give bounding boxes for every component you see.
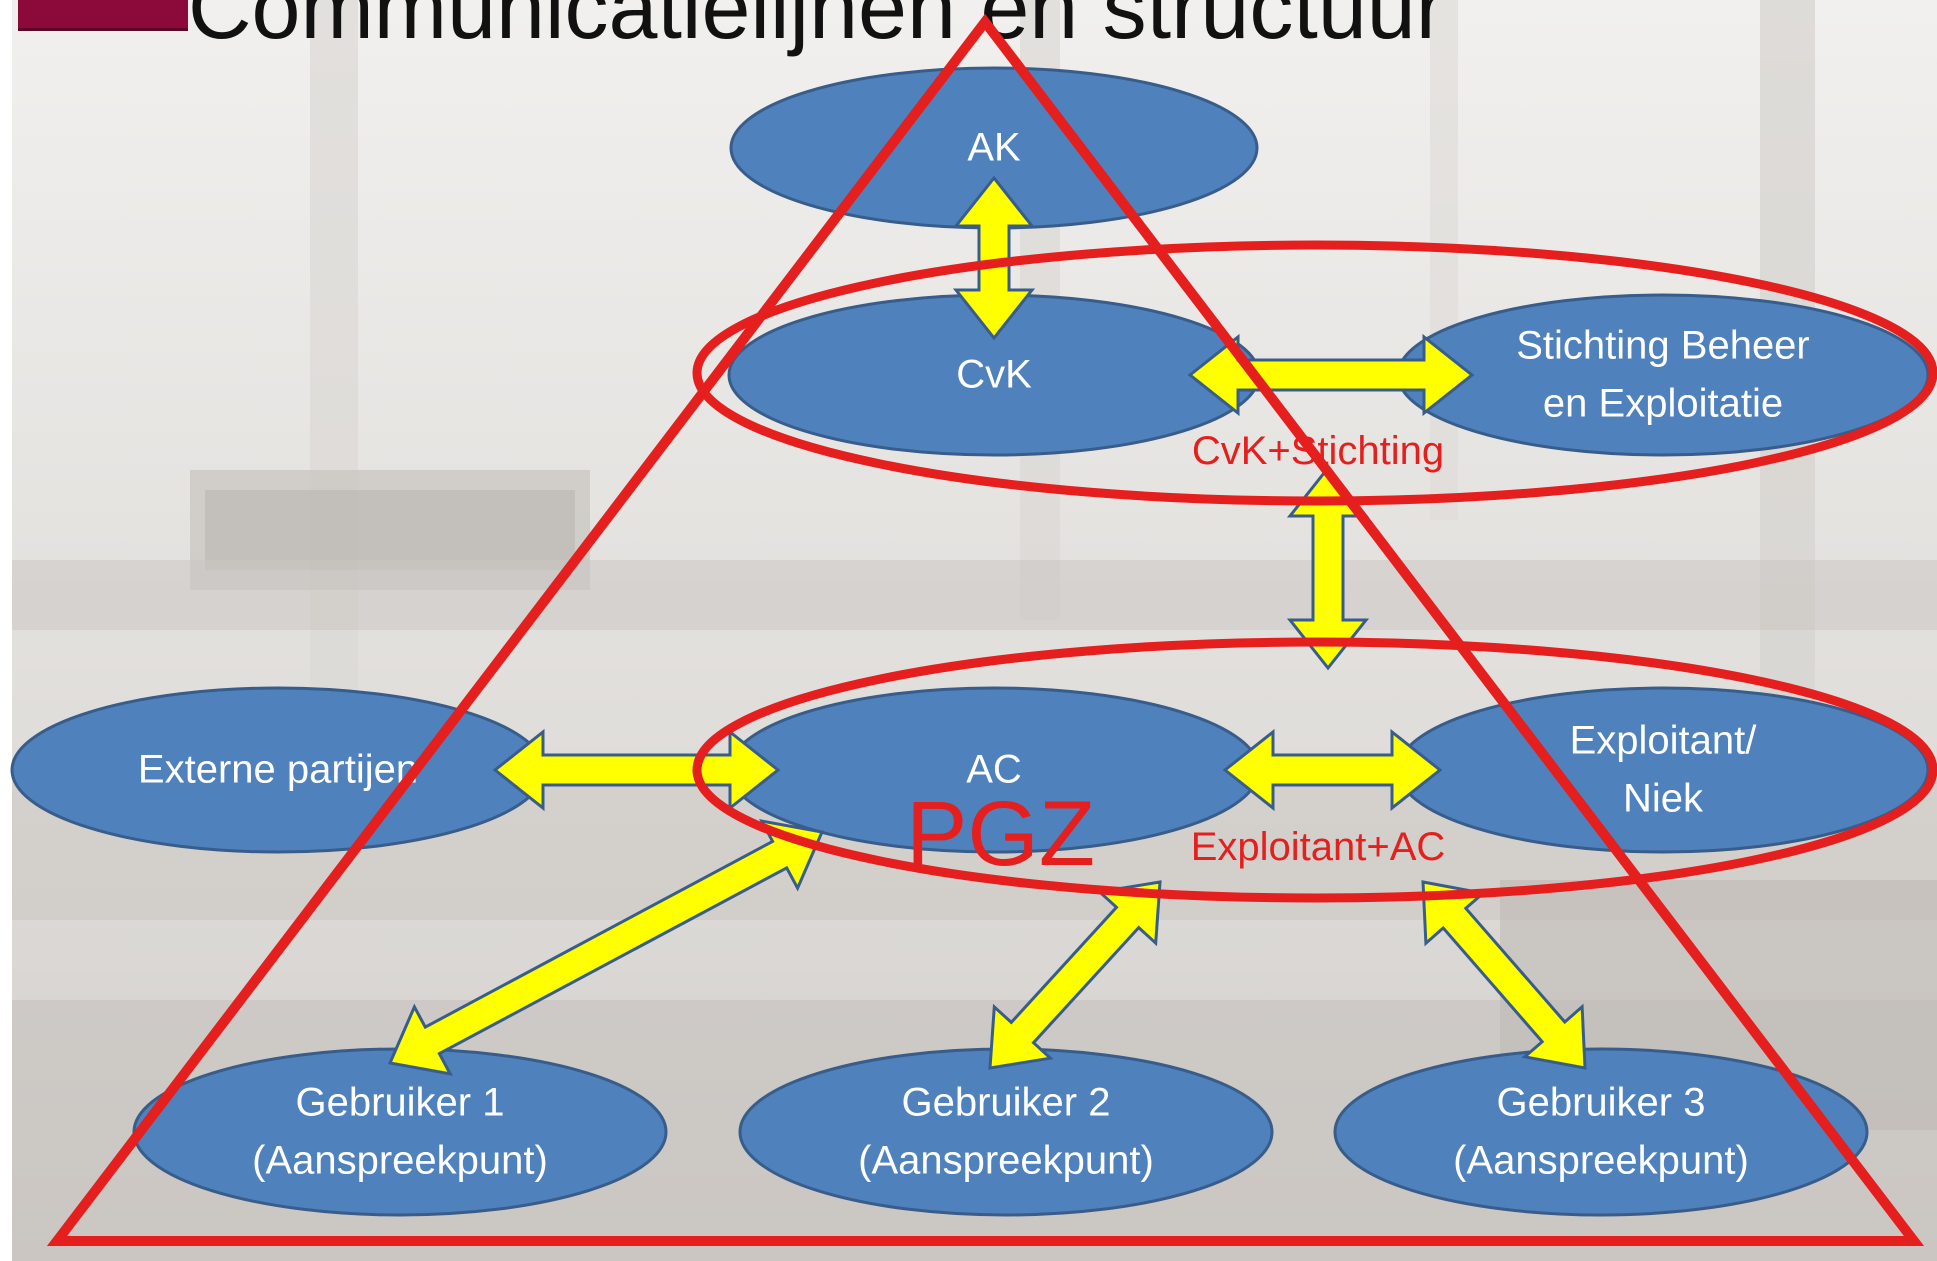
node-exploitant-label-line1: Exploitant/: [1570, 719, 1758, 763]
arrow-stichting-ac: [1286, 465, 1370, 671]
arrow-ac-gebruiker1: [387, 819, 825, 1076]
arrow-externe-ac: [492, 728, 781, 812]
pgz-label: PGZ: [906, 783, 1095, 885]
node-gebruiker-3: Gebruiker 3 (Aanspreekpunt): [1333, 1047, 1869, 1217]
node-gebruiker-3-line2: (Aanspreekpunt): [1453, 1139, 1749, 1183]
node-gebruiker-1-line2: (Aanspreekpunt): [252, 1139, 548, 1183]
arrow-group-gebruiker2: [988, 880, 1162, 1070]
arrow-ac-exploitant: [1222, 728, 1443, 812]
group-label-cvk-stichting: CvK+Stichting: [1192, 429, 1444, 473]
group-outline-cvk-stichting: [692, 240, 1937, 506]
node-stichting-label-line2: en Exploitatie: [1543, 382, 1783, 426]
slide-title: Communicatielijnen en structuur: [188, 0, 1445, 57]
arrows-layer: [387, 175, 1587, 1076]
node-ak-label: AK: [967, 126, 1021, 170]
node-externe-partijen: Externe partijen: [10, 686, 546, 854]
title-accent-block: [18, 0, 188, 30]
node-gebruiker-2-line1: Gebruiker 2: [902, 1081, 1111, 1125]
node-exploitant: Exploitant/ Niek: [1396, 686, 1930, 854]
node-gebruiker-2-line2: (Aanspreekpunt): [858, 1139, 1154, 1183]
node-gebruiker-2: Gebruiker 2 (Aanspreekpunt): [738, 1047, 1274, 1217]
node-gebruiker-3-line1: Gebruiker 3: [1497, 1081, 1706, 1125]
node-cvk-label: CvK: [956, 353, 1032, 397]
node-stichting: Stichting Beheer en Exploitatie: [1396, 293, 1930, 457]
pgz-triangle: [46, 13, 1925, 1246]
arrow-ak-cvk: [952, 175, 1036, 341]
node-ac-label: AC: [966, 748, 1022, 792]
arrow-group-gebruiker3: [1421, 880, 1587, 1070]
node-externe-label: Externe partijen: [138, 748, 418, 792]
group-label-exploitant-ac: Exploitant+AC: [1191, 825, 1446, 869]
group-outline-exploitant-ac: [692, 637, 1937, 903]
node-exploitant-label-line2: Niek: [1623, 777, 1704, 821]
node-gebruiker-1-line1: Gebruiker 1: [296, 1081, 505, 1125]
node-gebruiker-1: Gebruiker 1 (Aanspreekpunt): [132, 1047, 668, 1217]
node-stichting-label-line1: Stichting Beheer: [1516, 324, 1810, 368]
